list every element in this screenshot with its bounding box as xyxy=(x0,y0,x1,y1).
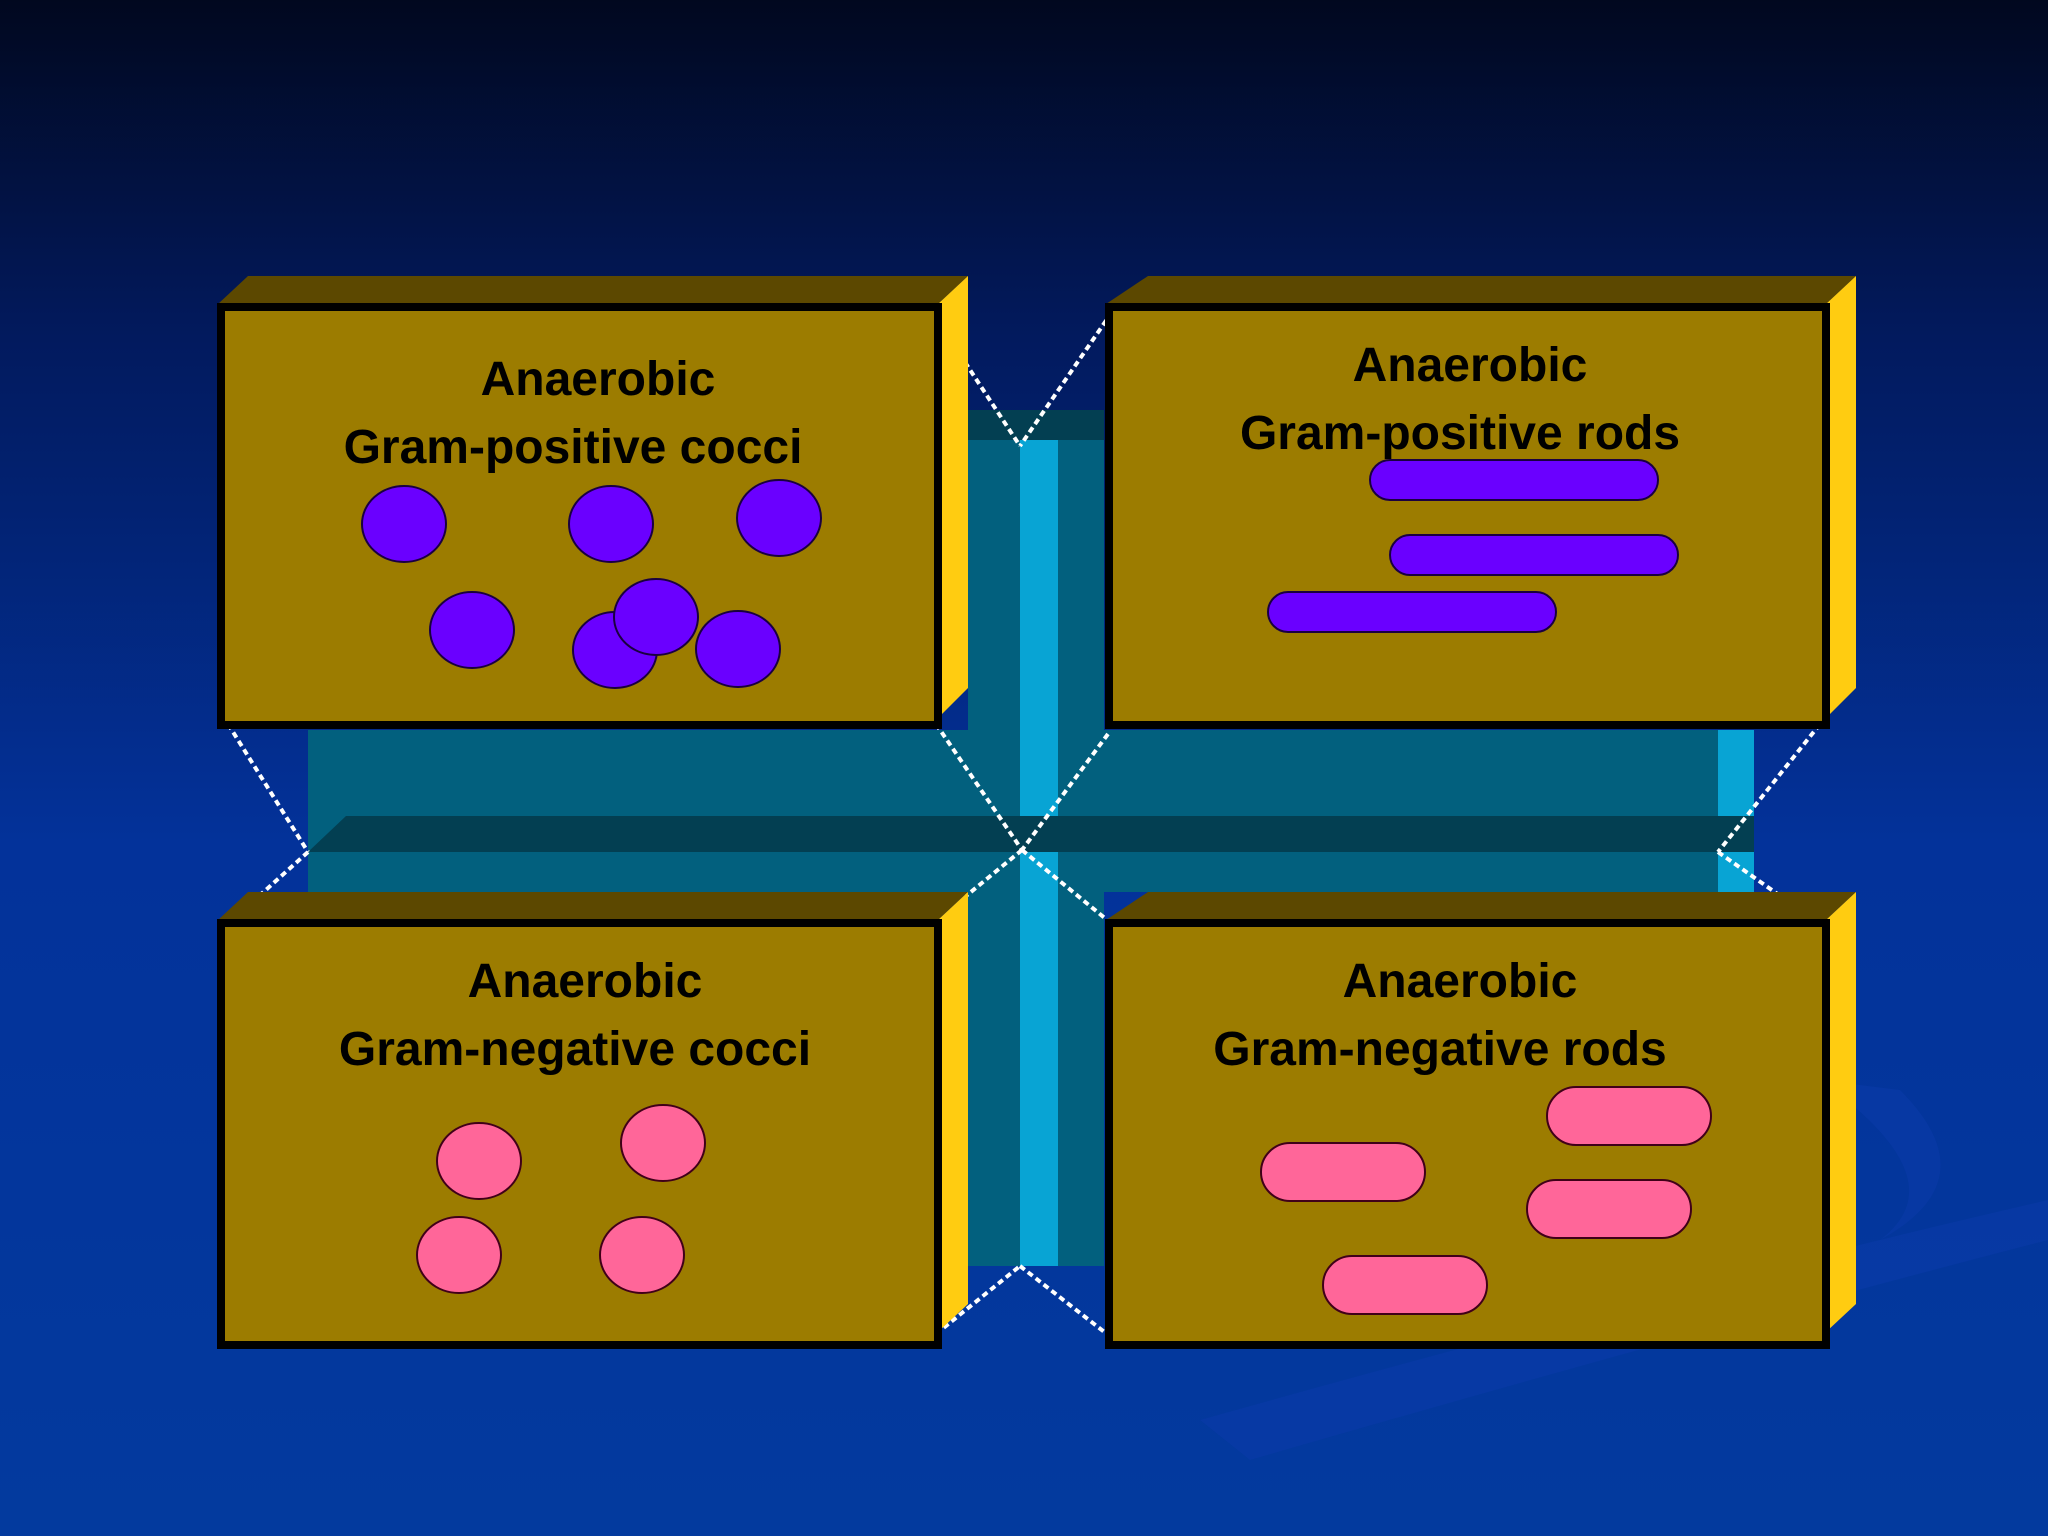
positive-coccus-icon xyxy=(361,485,447,563)
positive-rod-icon xyxy=(1267,591,1557,633)
cross-horizontal-shadow xyxy=(308,816,1754,852)
panel-top-right xyxy=(1105,276,1856,729)
positive-coccus-icon xyxy=(429,591,515,669)
panel-side-face xyxy=(938,276,968,718)
panel-side-face xyxy=(938,892,968,1332)
panel-front-face xyxy=(217,919,942,1349)
panel-title-line1: Anaerobic xyxy=(1352,339,1588,392)
positive-coccus-icon xyxy=(695,610,781,688)
negative-rod-icon xyxy=(1526,1179,1692,1239)
negative-coccus-group xyxy=(416,1104,706,1294)
panel-title-top-left: Anaerobic Gram-positive cocci xyxy=(278,346,868,482)
panel-title-top-right: Anaerobic Gram-positive rods xyxy=(1180,332,1740,468)
panel-front-face xyxy=(1105,303,1830,729)
connector-line xyxy=(1018,310,1114,448)
connector-line xyxy=(934,1264,1022,1336)
panel-side-face xyxy=(1826,892,1856,1332)
panel-title-line2: Gram-positive cocci xyxy=(343,421,803,474)
panel-title-line2: Gram-negative cocci xyxy=(338,1023,812,1076)
positive-coccus-icon xyxy=(568,485,654,563)
cross-vertical-shadow xyxy=(968,410,1104,440)
panel-title-line1: Anaerobic xyxy=(1342,955,1578,1008)
panel-top-face xyxy=(1106,892,1856,920)
connector-line xyxy=(226,850,310,926)
panel-bottom-right xyxy=(1105,892,1856,1349)
positive-rod-icon xyxy=(1369,459,1659,501)
negative-rod-icon xyxy=(1322,1255,1488,1315)
negative-coccus-icon xyxy=(416,1216,502,1294)
positive-rod-group xyxy=(1267,459,1679,633)
negative-coccus-icon xyxy=(599,1216,685,1294)
positive-coccus-icon xyxy=(736,479,822,557)
connector-line xyxy=(930,310,1022,448)
negative-coccus-icon xyxy=(436,1122,522,1200)
panel-top-face xyxy=(218,276,968,304)
negative-rod-group xyxy=(1260,1086,1712,1315)
panel-title-line2: Gram-negative rods xyxy=(1213,1023,1667,1076)
negative-rod-icon xyxy=(1260,1142,1426,1202)
connector-line xyxy=(1716,722,1822,854)
positive-coccus-icon xyxy=(613,578,699,656)
panel-top-left xyxy=(217,276,968,729)
connector-line xyxy=(934,722,1024,852)
background-swoosh xyxy=(1820,1080,1941,1240)
panel-title-bottom-right: Anaerobic Gram-negative rods xyxy=(1170,948,1710,1084)
positive-rod-icon xyxy=(1389,534,1679,576)
connector-line xyxy=(226,722,310,854)
connector-line xyxy=(964,848,1024,898)
panel-bottom-left xyxy=(217,892,968,1349)
negative-rod-icon xyxy=(1546,1086,1712,1146)
connector-line xyxy=(1018,1264,1114,1340)
panel-top-face xyxy=(1106,276,1856,304)
connector-line xyxy=(1020,732,1110,852)
positive-coccus-group xyxy=(361,479,822,689)
negative-coccus-icon xyxy=(620,1104,706,1182)
panel-side-face xyxy=(1826,276,1856,718)
panel-title-line1: Anaerobic xyxy=(480,353,716,406)
panel-title-bottom-left: Anaerobic Gram-negative cocci xyxy=(290,948,860,1084)
panel-title-line2: Gram-positive rods xyxy=(1239,407,1681,460)
panel-title-line1: Anaerobic xyxy=(467,955,703,1008)
panel-top-face xyxy=(218,892,968,920)
